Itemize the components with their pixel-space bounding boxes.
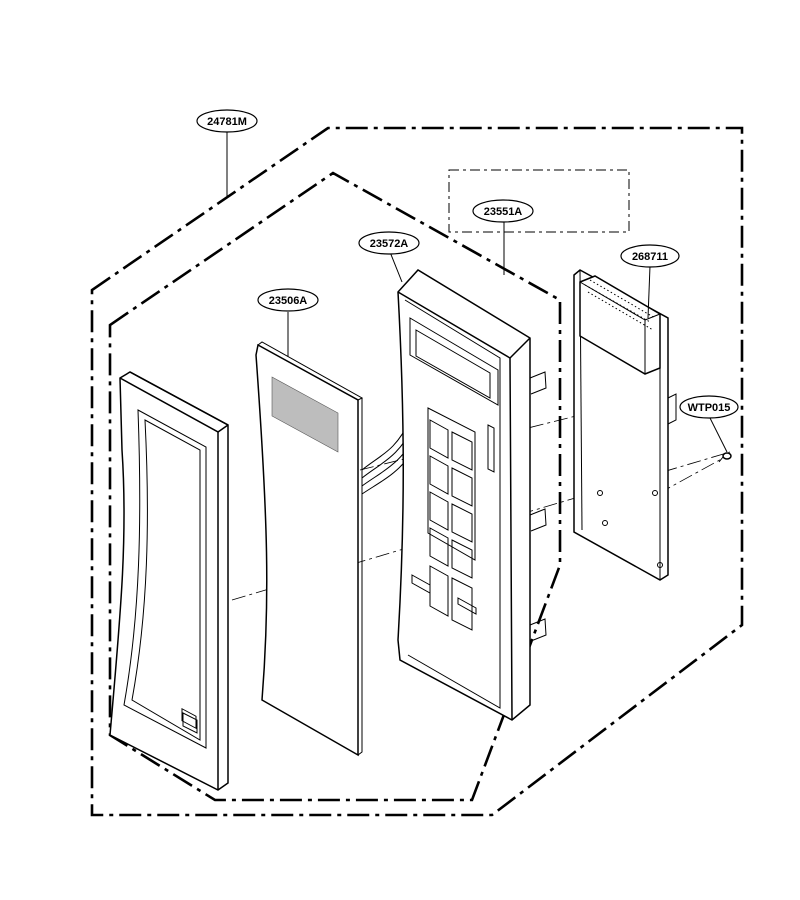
callout-label: 23572A [370, 238, 409, 250]
callout-268711: 268711 [620, 244, 680, 268]
membrane-sheet-part [255, 341, 364, 757]
callout-label: 23506A [269, 295, 308, 307]
leader-23572A [389, 251, 403, 283]
leader-WTP015 [709, 417, 728, 453]
callout-label: 23551A [484, 206, 523, 218]
callout-23551A: 23551A [472, 199, 534, 223]
reference-box-23551A [448, 169, 630, 233]
callout-WTP015: WTP015 [679, 395, 739, 419]
pcb-part [573, 269, 677, 581]
callout-label: 24781M [207, 116, 247, 128]
control-panel-part [397, 269, 547, 721]
callout-23506A: 23506A [257, 288, 319, 312]
leader-268711 [647, 265, 651, 319]
screw-part [718, 452, 732, 463]
callout-23572A: 23572A [358, 231, 420, 255]
callout-label: 268711 [632, 251, 668, 263]
callout-24781M: 24781M [196, 109, 258, 133]
callout-label: WTP015 [688, 402, 731, 414]
membrane-window [271, 376, 339, 453]
assembly-boundary-outer [90, 126, 744, 817]
door-frame-part [109, 371, 229, 791]
